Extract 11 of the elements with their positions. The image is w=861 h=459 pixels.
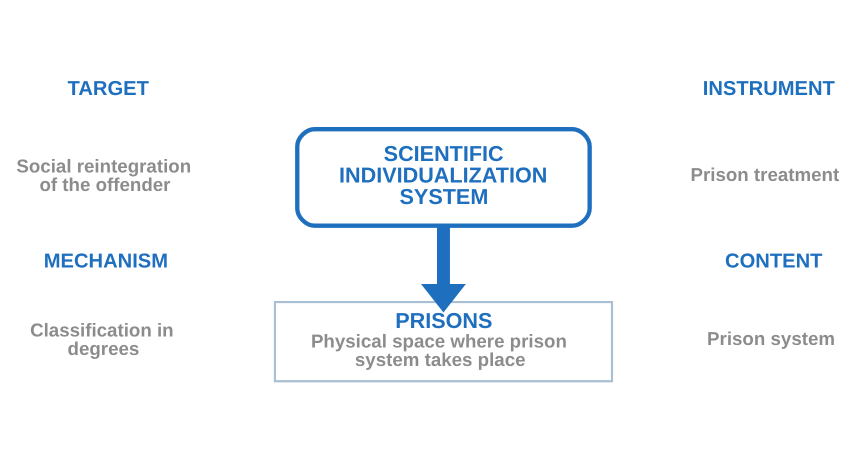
label: INSTRUMENT bbox=[702, 77, 835, 100]
label: Prison treatment bbox=[690, 163, 840, 184]
label: TARGET bbox=[68, 77, 149, 100]
arrow bbox=[421, 225, 466, 312]
node-box: PRISONS Physical space where prison system takes place bbox=[274, 300, 614, 382]
label: CONTENT bbox=[725, 250, 822, 272]
label: Classification in degrees bbox=[30, 318, 174, 359]
node-box: SCIENTIFIC INDIVIDUALIZATION SYSTEM bbox=[295, 126, 592, 228]
label: MECHANISM bbox=[44, 250, 168, 272]
label: Prison system bbox=[707, 328, 836, 349]
label: Social reintegration of the offender bbox=[16, 154, 192, 194]
